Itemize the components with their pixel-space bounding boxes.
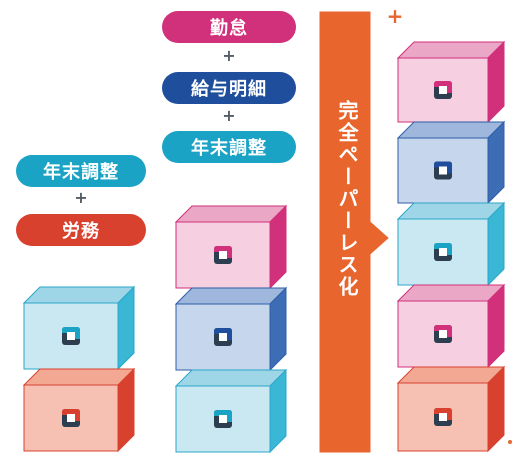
label-kyuuyo-meisai: 給与明細 <box>162 72 296 104</box>
cube-middle-blue <box>174 286 288 372</box>
label-kintai: 勤怠 <box>162 11 296 43</box>
app-logo-icon <box>434 161 452 180</box>
cube-left-salmon <box>22 367 136 453</box>
app-logo-icon <box>434 243 452 261</box>
cube-right-salmon <box>396 365 506 453</box>
cube-middle-teal <box>174 368 288 454</box>
cube-left-teal <box>22 285 136 371</box>
label-roumu: 労務 <box>16 214 146 246</box>
app-logo-icon <box>434 325 452 343</box>
plus-sign-left: + <box>74 188 88 207</box>
app-logo-icon <box>214 246 232 264</box>
plus-sign-middle-1: + <box>222 46 236 65</box>
label-nenmatsu-chousei-left: 年末調整 <box>16 155 146 187</box>
app-logo-icon <box>434 408 452 426</box>
app-logo-icon <box>214 328 232 346</box>
accent-dot <box>508 440 512 444</box>
app-logo-icon <box>62 409 80 427</box>
app-logo-icon <box>62 327 80 345</box>
cube-right-teal <box>396 201 506 287</box>
app-logo-icon <box>214 410 232 428</box>
cube-middle-pink <box>174 204 288 290</box>
label-nenmatsu-chousei-middle: 年末調整 <box>162 131 296 163</box>
plus-sign-middle-2: + <box>222 106 236 125</box>
label-kanzen-paperless: 完全ペーパーレス化 <box>335 100 359 298</box>
app-logo-icon <box>434 81 452 99</box>
accent-plus-sign: + <box>386 4 404 28</box>
cube-right-pink <box>396 283 506 369</box>
